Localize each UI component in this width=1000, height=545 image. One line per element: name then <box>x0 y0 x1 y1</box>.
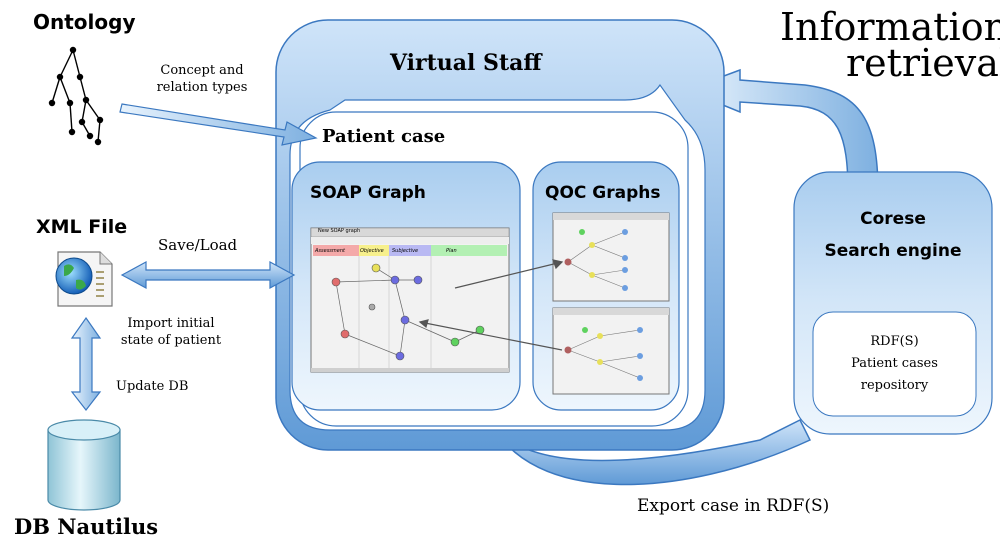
export-label: Export case in RDF(S) <box>637 496 830 516</box>
import-label-line2: state of patient <box>120 333 222 348</box>
corese-title-line2: Search engine <box>824 241 962 261</box>
qoc-graphs-title: QOC Graphs <box>545 183 661 203</box>
soap-graph-title: SOAP Graph <box>310 183 426 203</box>
qoc-graphs-box <box>532 161 680 411</box>
repository-line1: RDF(S) <box>870 334 919 349</box>
information-retrieval-line1: Information <box>780 5 1000 49</box>
virtual-staff-title: Virtual Staff <box>390 50 542 76</box>
ontology-arrow-label: Concept and relation types <box>156 63 248 95</box>
repository-line3: repository <box>860 378 929 393</box>
ontology-tree-icon <box>48 46 104 146</box>
save-load-label: Save/Load <box>158 236 238 254</box>
xml-file-icon <box>55 251 113 307</box>
soap-column-assessment: Assessment <box>315 248 345 254</box>
soap-qoc-links <box>418 259 564 351</box>
database-icon <box>47 419 121 511</box>
soap-column-subjective: Subjective <box>392 248 419 254</box>
soap-column-objective: Objective <box>360 248 384 254</box>
soap-column-plan: Plan <box>446 248 457 254</box>
soap-graph-box <box>291 161 521 411</box>
information-retrieval-line2: retrieval <box>846 41 1000 85</box>
import-label-line1: Import initial <box>127 316 215 331</box>
patient-case-title: Patient case <box>322 126 446 147</box>
corese-title-line1: Corese <box>860 209 926 229</box>
soap-window-title: New SOAP graph <box>318 228 361 234</box>
ontology-arrow <box>119 103 318 146</box>
export-arrow <box>489 418 812 486</box>
xml-file-title: XML File <box>36 216 128 238</box>
repository-line2: Patient cases <box>851 356 938 371</box>
ontology-title: Ontology <box>33 10 136 34</box>
corese-box <box>793 171 993 435</box>
update-db-label: Update DB <box>116 379 189 394</box>
update-db-arrow <box>70 316 102 411</box>
db-nautilus-title: DB Nautilus <box>14 514 159 539</box>
save-load-arrow <box>120 260 296 290</box>
